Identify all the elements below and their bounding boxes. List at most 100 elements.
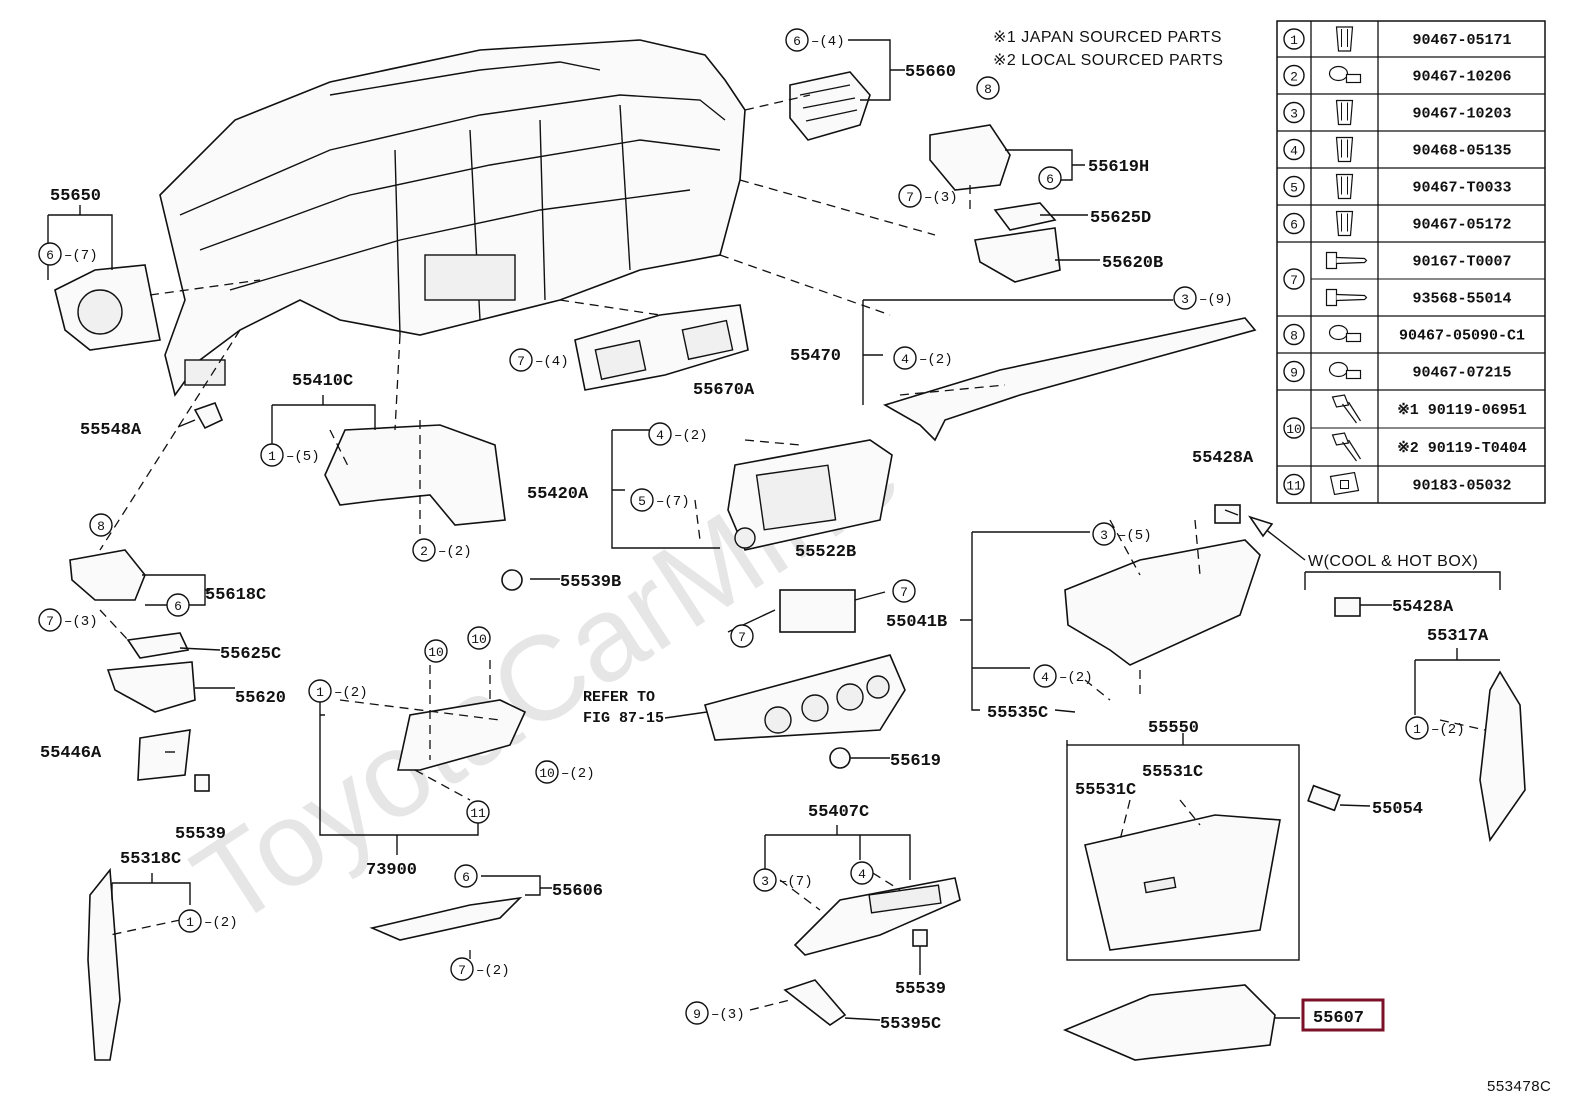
callout-c9-55395C[interactable]: 9–(3)	[685, 1001, 745, 1025]
fastener-part-number[interactable]: 90467-10203	[1412, 106, 1511, 123]
part-label-55522B[interactable]: 55522B	[795, 543, 856, 562]
table-row[interactable]: 10※1 90119-06951※2 90119-T0404	[1277, 389, 1545, 466]
part-label-55410C[interactable]: 55410C	[292, 372, 353, 391]
callout-c8-top[interactable]: 8	[976, 76, 1000, 100]
callout-circle[interactable]	[648, 422, 672, 446]
part-label-55606[interactable]: 55606	[552, 882, 603, 901]
callout-circle[interactable]	[454, 864, 478, 888]
callout-c10-c[interactable]: 10–(2)	[535, 760, 595, 784]
callout-circle[interactable]	[467, 626, 491, 650]
part-label-55618C[interactable]: 55618C	[205, 586, 266, 605]
callout-c11-73900[interactable]: 11	[466, 800, 490, 824]
callout-c7-55522B-a[interactable]: 7	[892, 579, 916, 603]
fastener-part-number[interactable]: ※1 90119-06951	[1397, 402, 1527, 419]
part-label-73900[interactable]: 73900	[366, 861, 417, 880]
callout-circle[interactable]	[730, 624, 754, 648]
part-label-55660[interactable]: 55660	[905, 63, 956, 82]
part-label-55446A[interactable]: 55446A	[40, 744, 102, 763]
fastener-part-number[interactable]: 90183-05032	[1412, 478, 1511, 495]
callout-c10-a[interactable]: 10	[424, 639, 448, 663]
callout-circle[interactable]	[685, 1001, 709, 1025]
callout-c7-55618C[interactable]: 7–(3)	[38, 608, 98, 632]
fastener-part-number[interactable]: 90467-05172	[1412, 217, 1511, 234]
callout-c1-55318C[interactable]: 1–(2)	[178, 909, 238, 933]
part-label-55607[interactable]: 55607	[1313, 1009, 1364, 1028]
part-label-55531C-b[interactable]: 55531C	[1142, 763, 1203, 782]
callout-c6-55650[interactable]: 6–(7)	[38, 242, 98, 266]
callout-circle[interactable]	[850, 861, 874, 885]
fastener-part-number[interactable]: 90467-T0033	[1412, 180, 1511, 197]
part-label-55470[interactable]: 55470	[790, 347, 841, 366]
part-label-55539B[interactable]: 55539B	[560, 573, 621, 592]
part-label-55407C[interactable]: 55407C	[808, 803, 869, 822]
callout-c7-55619H[interactable]: 7–(3)	[898, 184, 958, 208]
callout-circle[interactable]	[785, 28, 809, 52]
callout-circle[interactable]	[466, 800, 490, 824]
callout-c3-55407C[interactable]: 3–(7)	[753, 868, 813, 892]
callout-circle[interactable]	[893, 346, 917, 370]
part-label-55619H[interactable]: 55619H	[1088, 158, 1149, 177]
fastener-part-number[interactable]: 90467-10206	[1412, 69, 1511, 86]
callout-circle[interactable]	[166, 593, 190, 617]
callout-circle[interactable]	[1173, 286, 1197, 310]
callout-c1-55317A[interactable]: 1–(2)	[1405, 716, 1465, 740]
callout-c3-55041B[interactable]: 3–(5)	[1092, 522, 1152, 546]
part-label-55395C[interactable]: 55395C	[880, 1015, 941, 1034]
fastener-part-number[interactable]: 90467-05171	[1412, 32, 1511, 49]
callout-circle[interactable]	[1405, 716, 1429, 740]
part-label-55054[interactable]: 55054	[1372, 800, 1423, 819]
fastener-part-number[interactable]: 90467-05090-C1	[1399, 328, 1525, 345]
part-label-55539-b[interactable]: 55539	[895, 980, 946, 999]
callout-c4-55407C[interactable]: 4	[850, 861, 874, 885]
callout-circle[interactable]	[1038, 166, 1062, 190]
part-label-55548A[interactable]: 55548A	[80, 421, 142, 440]
callout-c8-55618C[interactable]: 8	[89, 513, 113, 537]
part-label-55318C[interactable]: 55318C	[120, 850, 181, 869]
callout-circle[interactable]	[892, 579, 916, 603]
callout-circle[interactable]	[753, 868, 777, 892]
callout-c4-55420A[interactable]: 4–(2)	[648, 422, 708, 446]
callout-c2-55410C[interactable]: 2–(2)	[412, 538, 472, 562]
callout-circle[interactable]	[535, 760, 559, 784]
callout-c6-55660[interactable]: 6–(4)	[785, 28, 845, 52]
part-label-55535C[interactable]: 55535C	[987, 704, 1048, 723]
callout-circle[interactable]	[38, 242, 62, 266]
callout-circle[interactable]	[260, 443, 284, 467]
part-label-55420A[interactable]: 55420A	[527, 485, 589, 504]
fastener-part-number[interactable]: 90468-05135	[1412, 143, 1511, 160]
part-label-55620B[interactable]: 55620B	[1102, 254, 1163, 273]
callout-circle[interactable]	[308, 679, 332, 703]
callout-circle[interactable]	[89, 513, 113, 537]
callout-circle[interactable]	[1092, 522, 1116, 546]
callout-circle[interactable]	[509, 348, 533, 372]
callout-c6-55606[interactable]: 6	[454, 864, 478, 888]
part-label-55625D[interactable]: 55625D	[1090, 209, 1151, 228]
callout-circle[interactable]	[450, 957, 474, 981]
callout-circle[interactable]	[1033, 664, 1057, 688]
part-label-55620[interactable]: 55620	[235, 689, 286, 708]
callout-c3-55470[interactable]: 3–(9)	[1173, 286, 1233, 310]
callout-c7-55522B-b[interactable]: 7	[730, 624, 754, 648]
fastener-part-number[interactable]: ※2 90119-T0404	[1397, 440, 1527, 457]
part-label-55428A-cool-hot-box[interactable]: 55428A	[1392, 598, 1454, 617]
part-label-55650[interactable]: 55650	[50, 187, 101, 206]
callout-c4-55041B[interactable]: 4–(2)	[1033, 664, 1093, 688]
part-label-55550[interactable]: 55550	[1148, 719, 1199, 738]
callout-circle[interactable]	[976, 76, 1000, 100]
part-label-55619[interactable]: 55619	[890, 752, 941, 771]
refer-line-2[interactable]: FIG 87-15	[583, 710, 664, 727]
part-label-55041B[interactable]: 55041B	[886, 613, 947, 632]
callout-circle[interactable]	[898, 184, 922, 208]
callout-c5-55420A[interactable]: 5–(7)	[630, 488, 690, 512]
part-label-55531C-a[interactable]: 55531C	[1075, 781, 1136, 800]
callout-c10-b[interactable]: 10	[467, 626, 491, 650]
